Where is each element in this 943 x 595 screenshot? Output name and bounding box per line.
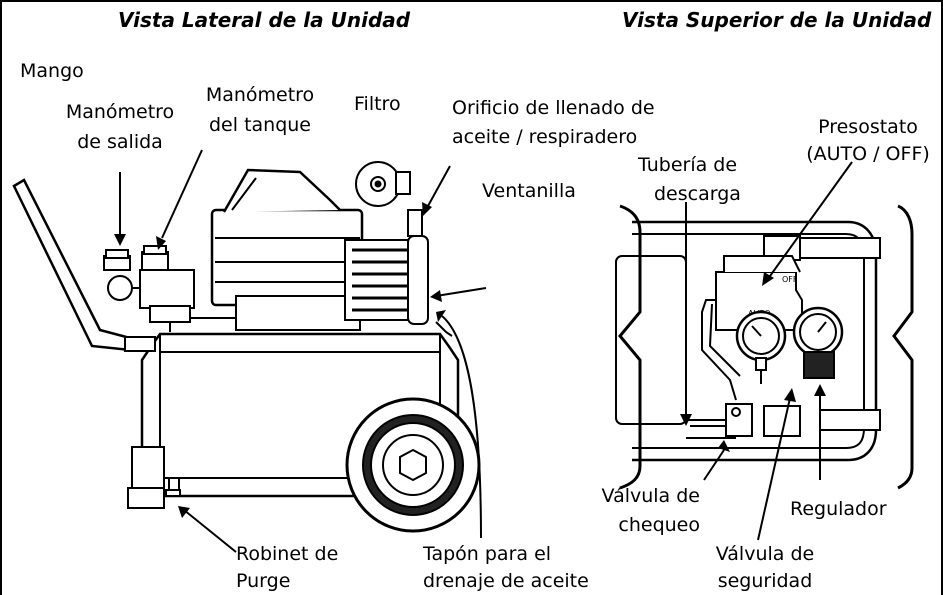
label-safety-valve-1: Válvula de	[715, 543, 815, 565]
label-tank-gauge-1: Manómetro	[205, 84, 315, 106]
top-view-compressor: OFF AUTO	[615, 204, 914, 490]
switch-off-mark: OFF	[782, 275, 798, 284]
leader-drain	[441, 315, 482, 539]
label-safety-valve-2: seguridad	[717, 570, 813, 592]
side-view-header: Vista Lateral de la Unidad	[118, 8, 411, 32]
label-oil-fill-2: aceite / respiradero	[452, 126, 638, 148]
top-tank-inner	[632, 233, 865, 449]
motor-housing	[210, 208, 364, 307]
label-check-valve-2: chequeo	[618, 514, 700, 536]
label-window: Ventanilla	[482, 180, 576, 202]
top-view-header: Vista Superior de la Unidad	[622, 8, 932, 32]
leader-purge	[183, 509, 237, 553]
label-drain-1: Tapón para el	[423, 543, 552, 565]
label-filter: Filtro	[354, 93, 401, 115]
label-regulator: Regulador	[790, 498, 887, 520]
leader-switch	[769, 161, 853, 277]
leader-safety-valve	[757, 397, 791, 541]
label-purge-1: Robinet de	[236, 543, 339, 565]
label-mango: Mango	[20, 60, 84, 82]
shroud-top	[222, 168, 341, 213]
label-outlet-gauge-1: Manómetro	[65, 101, 175, 123]
label-discharge-1: Tubería de	[638, 154, 738, 176]
outlet-gauge-body	[107, 275, 133, 301]
leader-oil-fill	[427, 165, 451, 207]
label-switch-2: (AUTO / OFF)	[806, 143, 930, 165]
label-tank-gauge-2: del tanque	[209, 114, 311, 136]
label-oil-fill-1: Orificio de llenado de	[452, 97, 655, 119]
label-purge-2: Purge	[236, 570, 291, 592]
label-check-valve-1: Válvula de	[601, 485, 700, 507]
oil-fill	[407, 209, 423, 237]
side-view-compressor	[12, 161, 481, 533]
label-outlet-gauge-2: de salida	[77, 131, 163, 153]
label-switch-1: Presostato	[818, 116, 918, 138]
side-leaders	[114, 149, 487, 553]
leader-tank-gauge	[161, 149, 203, 239]
break-left	[618, 204, 642, 490]
top-leaders	[680, 161, 853, 541]
label-discharge-2: descarga	[654, 183, 741, 205]
leader-check-valve	[703, 449, 725, 481]
break-right	[892, 204, 914, 490]
leader-window	[435, 287, 487, 297]
label-drain-2: drenaje de aceite	[423, 570, 589, 592]
foot	[131, 446, 165, 493]
